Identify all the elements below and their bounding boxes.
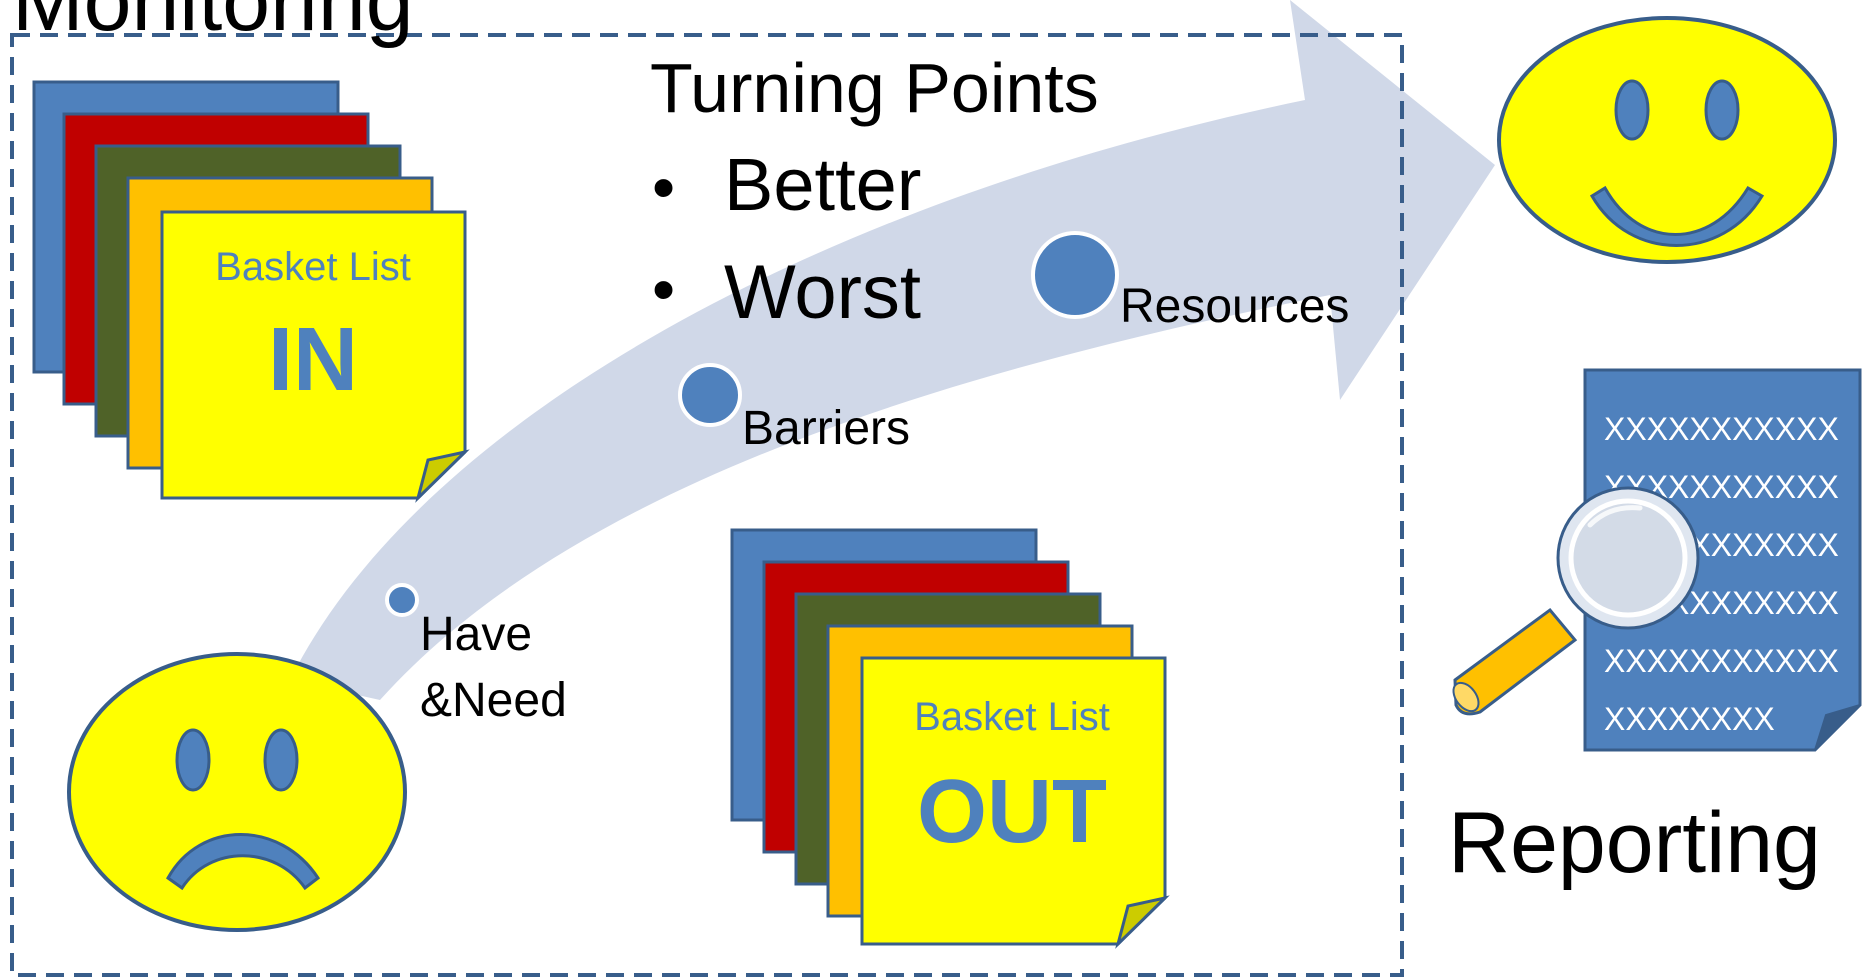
bullet-worst: •: [652, 252, 675, 326]
magnifier-icon: [1452, 486, 1700, 716]
monitoring-frame: [10, 33, 1404, 977]
report-line: XXXXXXXX: [1604, 701, 1775, 737]
sad-face-icon: [67, 652, 407, 932]
basket-out-label: Basket List: [914, 695, 1110, 739]
basket-in-stack: [32, 80, 470, 503]
barriers-dot: [678, 363, 742, 427]
have-need-dot: [385, 583, 419, 617]
monitoring-title: Monitoring: [12, 0, 414, 49]
turning-point-worst: Worst: [724, 250, 921, 335]
basket-out-stack: [730, 528, 1170, 949]
resources-dot: [1031, 231, 1119, 319]
basket-out-direction: OUT: [917, 762, 1107, 862]
have-need-label-line2: &Need: [420, 674, 567, 727]
report-line: XXXXXXXXXXX: [1604, 643, 1839, 679]
basket-in-label: Basket List: [215, 245, 411, 289]
report-document-icon: [1583, 368, 1862, 752]
barriers-label: Barriers: [742, 402, 910, 455]
resources-label: Resources: [1120, 280, 1349, 333]
have-need-label-line1: Have: [420, 608, 532, 661]
progress-arrow: [290, 0, 1495, 700]
bullet-better: •: [652, 150, 675, 224]
report-line: XXXXXXXXXXX: [1604, 411, 1839, 447]
happy-face-icon: [1497, 16, 1837, 264]
reporting-title: Reporting: [1448, 795, 1821, 891]
turning-point-better: Better: [724, 143, 921, 226]
turning-points-title: Turning Points: [650, 49, 1099, 127]
basket-in-direction: IN: [268, 310, 358, 410]
